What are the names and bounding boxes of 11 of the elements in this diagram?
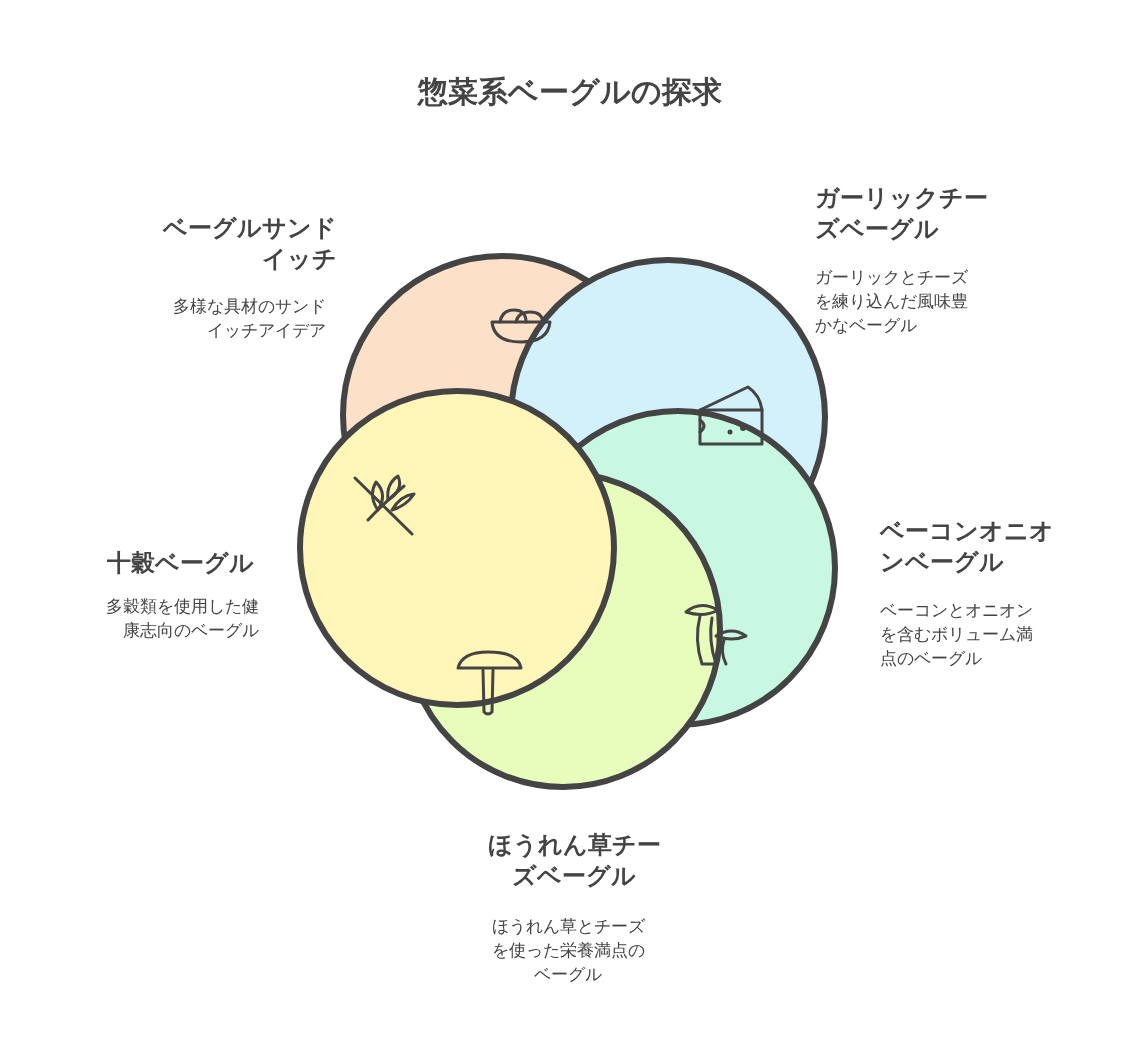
item-title: ベーグルサンドイッチ [162,213,337,275]
item-description: ベーコンとオニオンを含むボリューム満点のベーグル [880,599,1034,670]
item-title: ほうれん草チーズベーグル [486,830,662,892]
title: 惣菜系ベーグルの探求 [416,73,723,111]
item-title: 十穀ベーグル [106,548,254,579]
item-title: ベーコンオニオンベーグル [880,516,1055,578]
item-title: ガーリックチーズベーグル [815,183,989,245]
item-description: 多様な具材のサンドイッチアイデア [172,295,326,342]
item-description: ガーリックとチーズを練り込んだ風味豊かなベーグル [815,266,969,337]
item-description: ほうれん草とチーズを使った栄養満点のベーグル [490,915,646,986]
item-description: 多穀類を使用した健康志向のベーグル [105,595,259,642]
